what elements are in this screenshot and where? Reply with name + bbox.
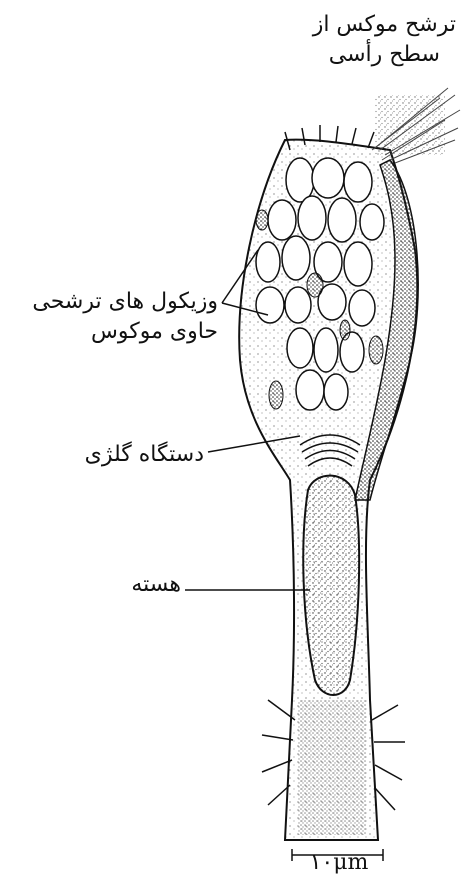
label-secretory-vesicles: وزیکول های ترشحی حاوی موکوس: [32, 287, 218, 347]
label-vesicles-line2: حاوی موکوس: [32, 317, 218, 347]
label-mucus-secretion-line1: ترشح موکس از: [313, 10, 456, 40]
label-mucus-secretion: ترشح موکس از سطح رأسی: [313, 10, 456, 70]
label-mucus-secretion-line2: سطح رأسی: [313, 40, 456, 70]
nucleus: [303, 476, 359, 695]
secretion-stipple: [375, 95, 445, 155]
basal-cytoplasm: [298, 700, 366, 835]
label-vesicles-line1: وزیکول های ترشحی: [32, 287, 218, 317]
label-golgi: دستگاه گلژی: [85, 440, 204, 470]
scale-label: ۱۰μm: [284, 850, 394, 875]
label-nucleus: هسته: [131, 570, 181, 600]
